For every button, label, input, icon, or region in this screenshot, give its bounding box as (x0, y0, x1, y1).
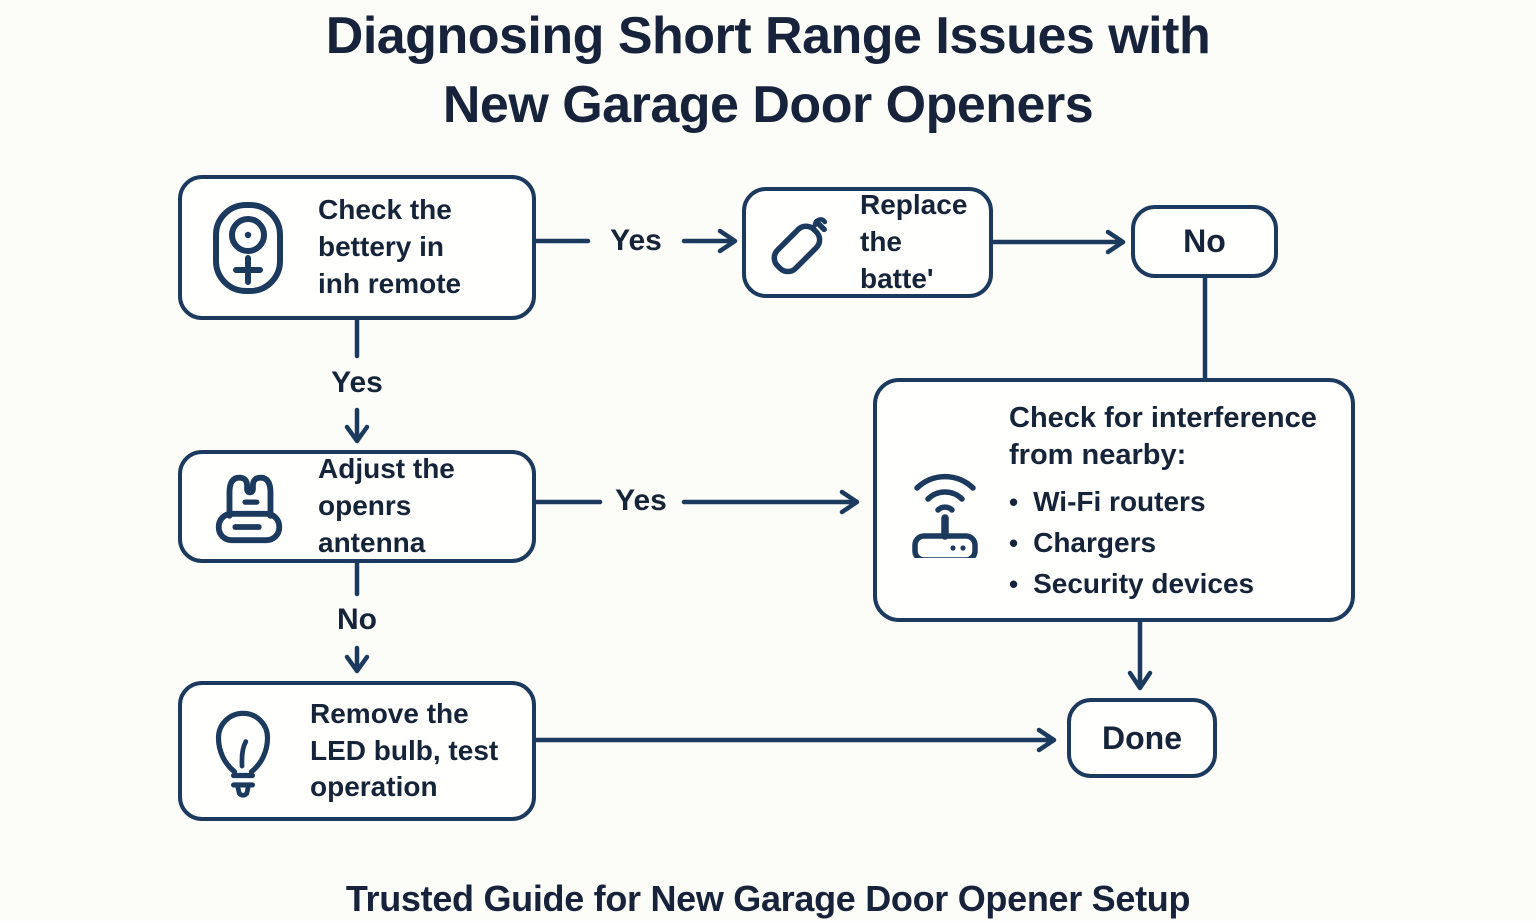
page-footer: Trusted Guide for New Garage Door Opener… (345, 878, 1191, 919)
bulb-icon (215, 710, 271, 798)
list-item: • Wi-Fi routers (1009, 486, 1317, 518)
node-check-battery: Check the bettery in inh remote (178, 175, 536, 320)
bullet-dot: • (1009, 486, 1019, 517)
node-done: Done (1067, 698, 1217, 778)
node-check-battery-text: Check the bettery in inh remote (318, 194, 462, 299)
opener-icon (215, 474, 283, 543)
battery-icon (771, 216, 828, 274)
interference-heading: Check for interference from nearby: (1009, 402, 1317, 471)
node-done-text: Done (1102, 719, 1182, 756)
node-no: No (1131, 205, 1278, 278)
remote-icon (213, 201, 283, 294)
router-icon (912, 473, 978, 558)
interference-content: Check for interference from nearby: • Wi… (1009, 400, 1317, 600)
list-item: • Chargers (1009, 527, 1317, 559)
list-item-text: Security devices (1033, 567, 1255, 599)
page-title: Diagnosing Short Range Issues with New G… (325, 7, 1211, 135)
node-remove-bulb-text: Remove the LED bulb, test operation (310, 697, 499, 803)
bullet-dot: • (1009, 527, 1019, 558)
node-adjust-antenna: Adjust the openrs antenna (178, 450, 536, 563)
node-replace-battery-text: Replace the batte' (860, 189, 968, 294)
interference-list: • Wi-Fi routers • Chargers • Security de… (1009, 486, 1317, 600)
node-replace-battery: Replace the batte' (742, 187, 993, 298)
edge-label-adjust-to-bulb: No (337, 603, 377, 636)
node-interference: Check for interference from nearby: • Wi… (873, 378, 1355, 622)
edge-label-check-to-adjust: Yes (331, 366, 383, 399)
list-item-text: Wi-Fi routers (1033, 485, 1206, 517)
node-no-text: No (1183, 223, 1226, 259)
edge-label-check-to-replace: Yes (610, 224, 662, 257)
edge-label-adjust-to-interference: Yes (615, 484, 667, 517)
node-adjust-antenna-text: Adjust the openrs antenna (318, 453, 455, 558)
bullet-dot: • (1009, 568, 1019, 599)
list-item: • Security devices (1009, 568, 1317, 600)
list-item-text: Chargers (1033, 526, 1157, 558)
node-remove-bulb: Remove the LED bulb, test operation (178, 681, 536, 821)
